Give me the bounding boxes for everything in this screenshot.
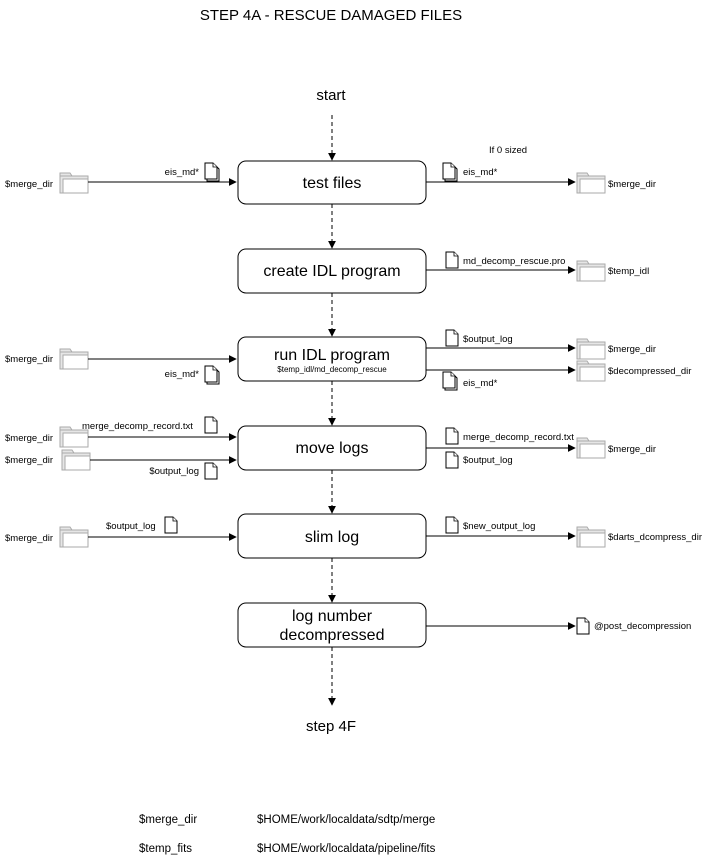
file-icon [445, 516, 459, 534]
eis-md-label: eis_md* [463, 167, 498, 178]
run-idl-box [237, 336, 427, 382]
decompressed-dir-label: $decompressed_dir [608, 366, 691, 377]
new-output-log-label: $new_output_log [463, 521, 535, 532]
eis-md-label: eis_md* [165, 167, 200, 178]
file-icon [445, 451, 459, 469]
folder-icon [576, 260, 606, 282]
file-icon [445, 329, 459, 347]
run-idl-sub-label: $temp_idl/md_decomp_rescue [277, 365, 387, 374]
legend-value: $HOME/work/localdata/pipeline/fits [257, 843, 436, 855]
folder-icon [576, 437, 606, 459]
eis-md-label: eis_md* [165, 369, 200, 380]
legend-value: $HOME/work/localdata/sdtp/merge [257, 814, 435, 826]
log-number-box [237, 602, 427, 648]
create-idl-box [237, 248, 427, 294]
merge-dir-label: $merge_dir [608, 179, 656, 190]
log-number-label-1: log number [292, 608, 373, 625]
folder-icon [576, 360, 606, 382]
merge-decomp-record-label: merge_decomp_record.txt [82, 421, 193, 432]
folder-icon [59, 172, 89, 194]
folder-icon [59, 526, 89, 548]
file-stack-icon [442, 371, 458, 391]
file-icon [204, 462, 218, 480]
file-stack-icon [204, 365, 220, 385]
merge-dir-label: $merge_dir [5, 179, 53, 190]
folder-icon [576, 338, 606, 360]
idl-pro-file-label: md_decomp_rescue.pro [463, 256, 565, 267]
file-icon [576, 617, 590, 635]
file-icon [164, 516, 178, 534]
test-files-label: test files [303, 175, 362, 192]
folder-icon [59, 426, 89, 448]
folder-icon [576, 172, 606, 194]
post-decompression-label: @post_decompression [594, 621, 691, 632]
slim-log-label: slim log [305, 529, 359, 546]
legend-name: $merge_dir [139, 814, 197, 826]
legend-name: $temp_fits [139, 843, 192, 855]
merge-dir-label: $merge_dir [5, 455, 53, 466]
file-icon [445, 251, 459, 269]
file-stack-icon [204, 162, 220, 182]
folder-icon [61, 449, 91, 471]
if-zero-sized-note: If 0 sized [489, 145, 527, 156]
move-logs-label: move logs [296, 440, 369, 457]
merge-dir-label: $merge_dir [608, 444, 656, 455]
folder-icon [59, 348, 89, 370]
create-idl-label: create IDL program [263, 263, 400, 280]
eis-md-label: eis_md* [463, 378, 498, 389]
diagram-title: STEP 4A - RESCUE DAMAGED FILES [200, 7, 462, 24]
end-label: step 4F [306, 718, 356, 735]
output-log-label: $output_log [463, 334, 513, 345]
merge-decomp-record-label: merge_decomp_record.txt [463, 432, 574, 443]
merge-dir-label: $merge_dir [608, 344, 656, 355]
file-icon [445, 427, 459, 445]
folder-icon [576, 526, 606, 548]
merge-dir-label: $merge_dir [5, 533, 53, 544]
output-log-label: $output_log [106, 521, 156, 532]
output-log-label: $output_log [149, 466, 199, 477]
file-stack-icon [442, 162, 458, 182]
darts-dcompress-dir-label: $darts_dcompress_dir [608, 532, 702, 543]
run-idl-label: run IDL program [274, 347, 390, 364]
log-number-label-2: decompressed [280, 627, 385, 644]
output-log-label: $output_log [463, 455, 513, 466]
merge-dir-label: $merge_dir [5, 433, 53, 444]
merge-dir-label: $merge_dir [5, 354, 53, 365]
start-label: start [316, 87, 346, 104]
temp-idl-label: $temp_idl [608, 266, 649, 277]
file-icon [204, 416, 218, 434]
